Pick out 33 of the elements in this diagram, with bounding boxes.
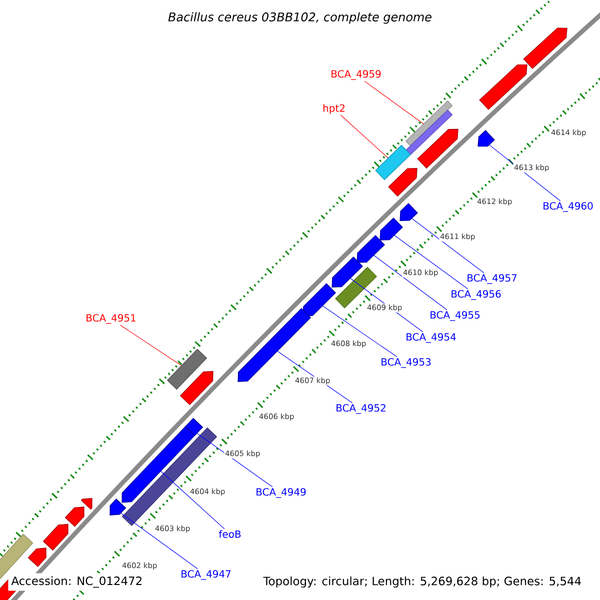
leader-line xyxy=(412,218,484,274)
gene-label: BCA_4949 xyxy=(256,488,306,498)
gene-label: BCA_4954 xyxy=(406,333,456,343)
gene-block xyxy=(332,256,363,288)
gene-label: BCA_4959 xyxy=(332,70,381,80)
gene-block xyxy=(110,498,126,516)
gene-label: BCA_4960 xyxy=(544,202,593,212)
gene-box xyxy=(405,100,453,156)
gene-label: BCA_4957 xyxy=(468,274,517,284)
gene-label: BCA_4951 xyxy=(86,314,136,324)
leader-line xyxy=(364,80,424,124)
leader-line xyxy=(160,470,225,530)
gene-label: BCA_4952 xyxy=(336,404,386,414)
leader-line xyxy=(374,255,448,310)
gene-block xyxy=(380,218,403,240)
gene-label: BCA_4947 xyxy=(182,570,231,580)
gene-block xyxy=(356,235,385,263)
leader-line xyxy=(340,114,388,158)
title: Bacillus cereus 03BB102, complete genome xyxy=(168,12,432,24)
footer-text: Accession: NC_012472 xyxy=(8,573,146,591)
leader-line xyxy=(120,324,182,366)
gene-label: hpt2 xyxy=(323,104,344,114)
gene-label: BCA_4953 xyxy=(382,358,431,368)
gene-box xyxy=(375,144,411,180)
leader-line xyxy=(322,306,398,358)
leader-line xyxy=(120,512,198,570)
leader-line xyxy=(394,235,468,290)
gene-label: BCA_4956 xyxy=(452,290,501,300)
gene-label: BCA_4955 xyxy=(430,311,480,321)
footer-text: Topology: circular; Length: 5,269,628 bp; Genes: 5,544 xyxy=(263,576,581,588)
leader-line xyxy=(196,433,273,488)
gene-block xyxy=(400,203,418,221)
gene-label: feoB xyxy=(218,530,241,538)
